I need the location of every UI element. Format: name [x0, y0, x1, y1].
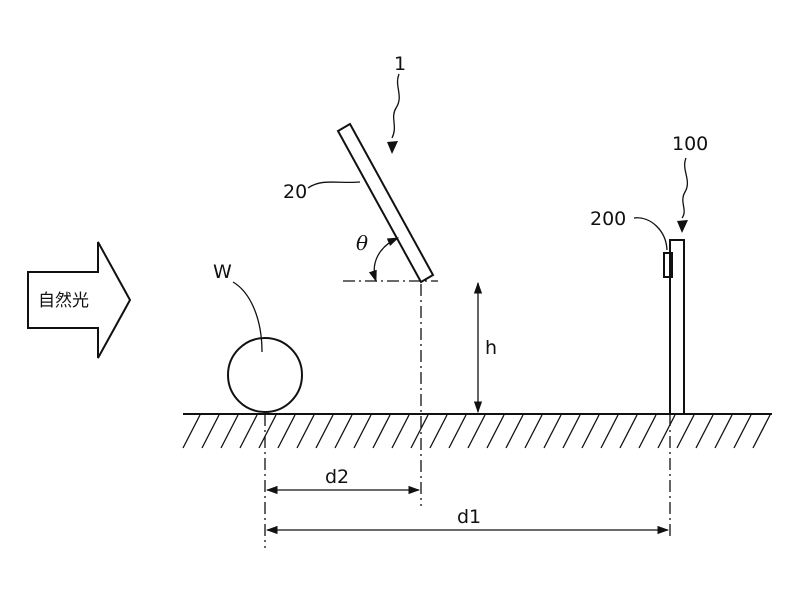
hatch-stroke: [657, 414, 676, 449]
reflector-label: 20: [283, 181, 307, 203]
device-label: 1: [394, 53, 406, 75]
sensor-label: 200: [590, 208, 626, 230]
hatch-stroke: [315, 414, 334, 449]
pole-leader-arrowhead: [677, 220, 688, 233]
hatch-stroke: [695, 414, 714, 449]
pole-label: 100: [672, 133, 708, 155]
workpiece-circle: [227, 337, 303, 413]
natural-light-arrow: 自然光: [27, 241, 132, 359]
hatch-stroke: [296, 414, 315, 449]
ground-hatching: [182, 414, 771, 449]
hatch-stroke: [201, 414, 220, 449]
pole-leader: [681, 157, 689, 219]
hatch-stroke: [676, 414, 695, 449]
workpiece-leader: [232, 281, 263, 353]
pole-assembly: 200 100: [590, 133, 708, 415]
height-dimension: h: [473, 281, 497, 414]
hatch-stroke: [505, 414, 524, 449]
reflector-plate: [336, 122, 435, 284]
d1-dimension: d1: [265, 506, 670, 535]
angle-arc: [368, 237, 400, 283]
d2-dimension: d2: [265, 466, 421, 495]
hatch-stroke: [619, 414, 638, 449]
hatch-stroke: [524, 414, 543, 449]
d2-label: d2: [325, 466, 349, 488]
device-leader-arrowhead: [387, 141, 398, 154]
hatch-stroke: [429, 414, 448, 449]
hatch-stroke: [448, 414, 467, 449]
device-leader: [391, 73, 400, 139]
workpiece-label: W: [213, 261, 232, 283]
hatch-stroke: [752, 414, 771, 449]
hatch-stroke: [182, 414, 201, 449]
hatch-stroke: [638, 414, 657, 449]
reflector-panel: 20 1: [283, 53, 435, 284]
hatch-stroke: [334, 414, 353, 449]
hatch-stroke: [391, 414, 410, 449]
hatch-stroke: [486, 414, 505, 449]
pole: [669, 239, 685, 415]
height-label: h: [485, 337, 497, 359]
angle-label: θ: [356, 231, 368, 255]
hatch-stroke: [733, 414, 752, 449]
sensor: [663, 252, 673, 278]
hatch-stroke: [372, 414, 391, 449]
hatch-stroke: [714, 414, 733, 449]
workpiece: W: [213, 261, 303, 413]
angle-indicator: θ: [343, 231, 438, 283]
hatch-stroke: [258, 414, 277, 449]
reflector-leader: [307, 181, 361, 189]
d1-label: d1: [457, 506, 481, 528]
hatch-stroke: [353, 414, 372, 449]
hatch-stroke: [410, 414, 429, 449]
hatch-stroke: [581, 414, 600, 449]
hatch-stroke: [543, 414, 562, 449]
ground: [182, 413, 772, 449]
hatch-stroke: [562, 414, 581, 449]
hatch-stroke: [600, 414, 619, 449]
hatch-stroke: [467, 414, 486, 449]
hatch-stroke: [239, 414, 258, 449]
sensor-leader: [633, 217, 668, 251]
natural-light-label: 自然光: [38, 291, 89, 311]
hatch-stroke: [277, 414, 296, 449]
hatch-stroke: [220, 414, 239, 449]
